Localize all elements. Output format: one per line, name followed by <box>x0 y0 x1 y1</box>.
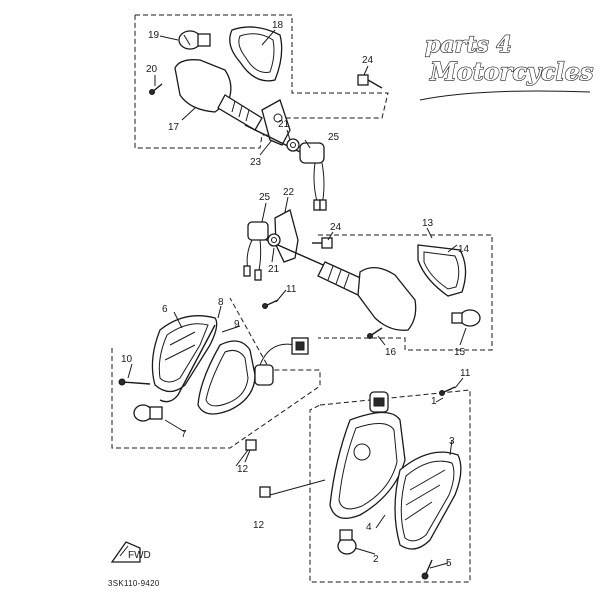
front-left-flasher-group <box>243 209 493 351</box>
bolt-24-top <box>357 74 383 89</box>
grommet-21-mid <box>267 233 281 247</box>
screw-10 <box>118 378 151 386</box>
gasket-9 <box>159 324 216 403</box>
label-22: 22 <box>283 187 295 198</box>
lens-14 <box>417 244 467 297</box>
label-24-mid: 24 <box>330 222 342 233</box>
label-13: 13 <box>422 218 434 229</box>
brand-logo: parts 4 Motorcycles <box>419 31 594 101</box>
label-5: 5 <box>446 558 452 569</box>
bolt-24-mid <box>312 237 333 249</box>
label-1: 1 <box>431 396 437 407</box>
logo-line-1: parts 4 <box>425 32 512 58</box>
label-2: 2 <box>373 554 379 565</box>
connector-25-top <box>299 142 327 211</box>
front-right-flasher-group <box>134 14 389 211</box>
label-15: 15 <box>454 347 466 358</box>
lens-18 <box>229 26 283 82</box>
front-arrow-icon: FWD <box>110 541 151 563</box>
flasher-housing-13 <box>317 261 417 331</box>
logo-line-2: Motorcycles <box>429 57 594 86</box>
group-boundary-1 <box>309 389 471 583</box>
label-6: 6 <box>162 304 168 315</box>
diagram-code: 3SK110-9420 <box>108 579 160 588</box>
label-25-top: 25 <box>328 132 340 143</box>
label-11-right: 11 <box>460 368 471 379</box>
label-17: 17 <box>168 122 180 133</box>
label-9: 9 <box>234 319 240 330</box>
bulb-19 <box>178 30 211 50</box>
label-20: 20 <box>146 64 158 75</box>
bulb-2 <box>337 529 357 555</box>
label-12-lower: 12 <box>253 520 265 531</box>
leader-lines <box>127 29 467 569</box>
label-16: 16 <box>385 347 397 358</box>
flasher-body-4 <box>329 391 406 519</box>
label-21-mid: 21 <box>268 264 280 275</box>
arrow-label: FWD <box>128 550 151 561</box>
screw-16 <box>367 327 383 339</box>
label-19: 19 <box>148 30 160 41</box>
label-3: 3 <box>449 436 455 447</box>
nut-12-right <box>259 479 326 498</box>
leader-12a <box>235 449 249 467</box>
bulb-15 <box>451 309 481 327</box>
screw-5 <box>421 559 433 580</box>
logo-swoosh <box>419 90 591 101</box>
label-21-top: 21 <box>278 119 290 130</box>
lens-3 <box>394 451 462 550</box>
connector-25-mid <box>243 221 269 281</box>
label-10: 10 <box>121 354 133 365</box>
flasher-housing-17 <box>174 59 263 131</box>
lens-8 <box>151 315 218 393</box>
screw-20 <box>149 83 163 95</box>
label-25-mid: 25 <box>259 192 271 203</box>
label-18: 18 <box>272 20 284 31</box>
flasher-body-rear-left <box>197 337 309 415</box>
rear-left-flasher-group <box>111 297 321 467</box>
nut-12-left <box>245 439 257 451</box>
part-labels: 18 19 20 17 24 23 21 25 25 22 24 21 13 1… <box>121 20 471 569</box>
label-7: 7 <box>181 429 187 440</box>
rear-right-flasher-group <box>259 386 471 583</box>
group-boundary-13 <box>318 234 493 351</box>
label-8: 8 <box>218 297 224 308</box>
group-boundary-17 <box>134 14 389 149</box>
label-4: 4 <box>366 522 372 533</box>
bulb-7 <box>133 404 163 422</box>
label-24-top: 24 <box>362 55 374 66</box>
label-12-upper: 12 <box>237 464 249 475</box>
screw-11-right <box>439 386 456 396</box>
grommet-21-top <box>286 138 300 152</box>
label-11-left: 11 <box>286 284 297 295</box>
screw-11-left <box>262 299 279 309</box>
label-23: 23 <box>250 157 262 168</box>
label-14: 14 <box>458 244 470 255</box>
